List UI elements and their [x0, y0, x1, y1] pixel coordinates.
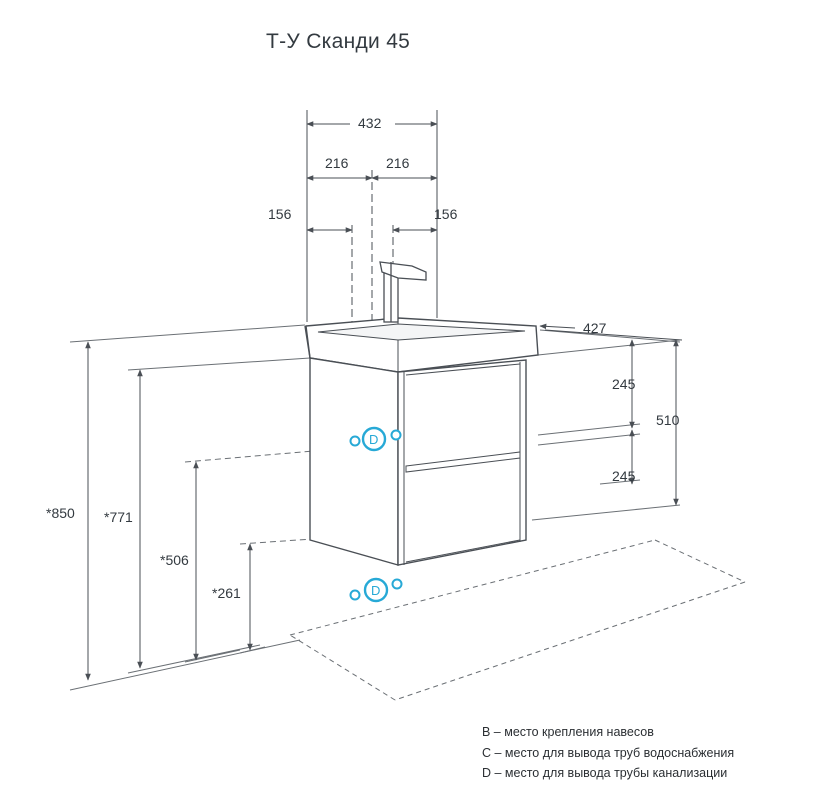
dim-drawer-bottom: 245: [612, 468, 636, 484]
mount-point-b-right: [390, 429, 402, 441]
cabinet: [309, 357, 527, 566]
dim-depth: 427: [583, 320, 607, 336]
dim-half-right: 216: [386, 155, 410, 171]
water-point-c-left: [349, 589, 361, 601]
dim-offset-right: 156: [434, 206, 458, 222]
drain-outlet-d-wall: D: [361, 426, 387, 452]
legend: B – место крепления навесов C – место дл…: [482, 722, 734, 784]
mount-point-b-left: [349, 435, 361, 447]
dim-width-total: 432: [358, 115, 382, 131]
floor-plane: [289, 539, 746, 701]
dim-offset-left: 156: [268, 206, 292, 222]
dim-cabinet-height: 510: [656, 412, 680, 428]
drain-outlet-d-floor: D: [363, 577, 389, 603]
water-point-c-right: [391, 578, 403, 590]
dim-height-850: *850: [46, 505, 75, 521]
marker-d-floor-label: D: [371, 583, 380, 598]
dim-height-506: *506: [160, 552, 189, 568]
dim-height-771: *771: [104, 509, 133, 525]
vertical-dimensions: [85, 339, 679, 681]
dim-drawer-top: 245: [612, 376, 636, 392]
legend-item-d: D – место для вывода трубы канализации: [482, 766, 728, 780]
dim-height-261: *261: [212, 585, 241, 601]
faucet: [379, 261, 427, 323]
legend-item-c: C – место для вывода труб водоснабжения: [482, 745, 735, 760]
legend-item-b: B – место крепления навесов: [482, 725, 654, 739]
washbasin: [304, 317, 539, 373]
marker-d-label: D: [369, 432, 378, 447]
height-reference-lines: [69, 324, 681, 691]
diagram-title: Т-У Сканди 45: [266, 30, 411, 53]
dim-half-left: 216: [325, 155, 349, 171]
